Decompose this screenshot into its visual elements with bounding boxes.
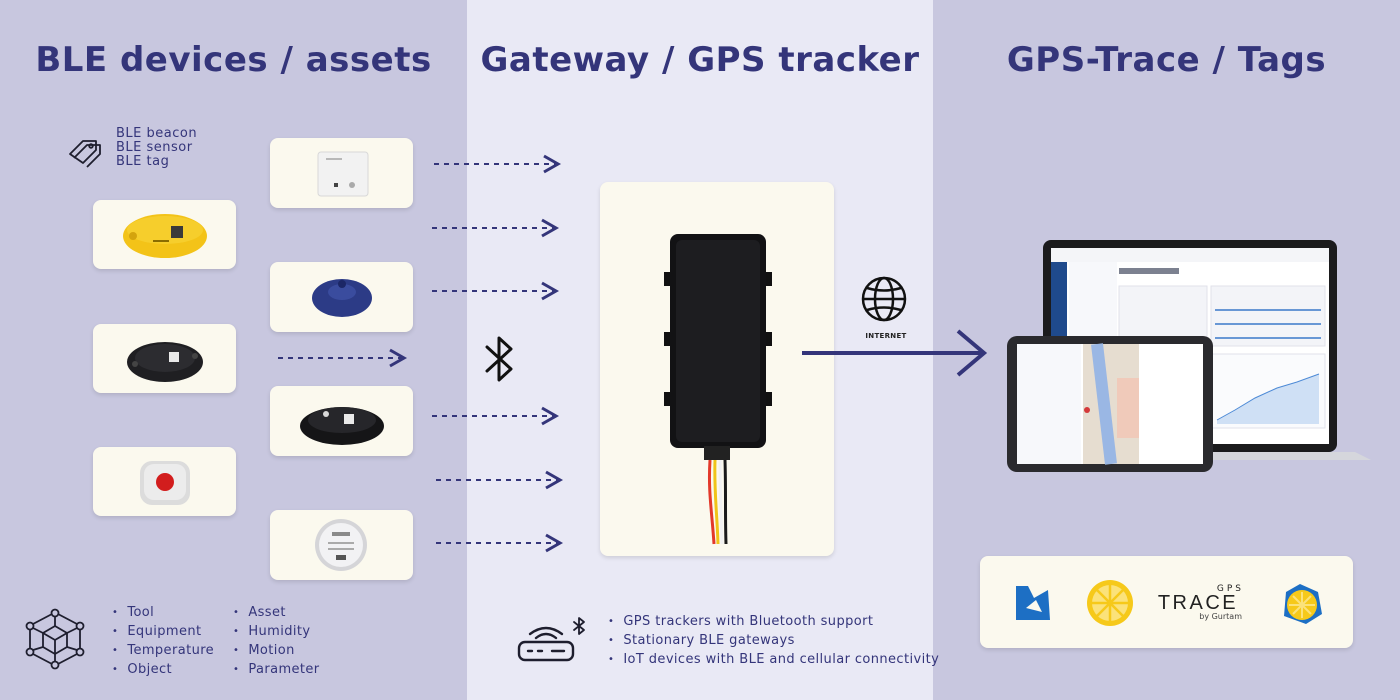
internet-arrow xyxy=(802,329,988,377)
globe-icon xyxy=(861,276,907,322)
ble-type-tag: BLE tag xyxy=(116,154,170,169)
logo-card: GPS TRACE by Gurtam xyxy=(980,556,1353,648)
device-card-black-beacon xyxy=(93,324,236,393)
gurtam-logo-icon xyxy=(1016,586,1050,620)
ble-types-list: BLE beacon BLE sensor BLE tag xyxy=(116,127,197,169)
device-card-panic-button xyxy=(93,447,236,516)
cube-network-icon xyxy=(25,608,85,670)
gps-trace-heading: GPS-Trace / Tags xyxy=(1006,40,1327,80)
gps-trace-app-icon xyxy=(1284,584,1322,624)
black-beacon-image xyxy=(127,342,203,382)
round-sensor-image xyxy=(315,519,367,571)
gateway-heading: Gateway / GPS tracker xyxy=(480,40,920,80)
blue-tag-image xyxy=(312,279,372,317)
dashboard-devices-illustration xyxy=(1007,240,1371,472)
asset-item-tool: Tool xyxy=(112,603,214,622)
asset-item-equipment: Equipment xyxy=(112,622,214,641)
gps-tracker-card xyxy=(600,182,834,556)
gateway-type-list: GPS trackers with Bluetooth support Stat… xyxy=(608,612,939,669)
asset-item-temperature: Temperature xyxy=(112,641,214,660)
lemon-logo-icon xyxy=(1087,580,1133,626)
panic-button-image xyxy=(140,461,190,505)
gateway-item-gps-trackers: GPS trackers with Bluetooth support xyxy=(608,612,939,631)
device-card-yellow-beacon xyxy=(93,200,236,269)
asset-item-asset: Asset xyxy=(233,603,320,622)
gps-wordmark-text: GPS xyxy=(1216,584,1244,594)
gateway-item-stationary: Stationary BLE gateways xyxy=(608,631,939,650)
yellow-beacon-image xyxy=(123,214,207,258)
ble-devices-heading: BLE devices / assets xyxy=(35,40,432,80)
white-sensor-image xyxy=(317,151,369,197)
bluetooth-icon xyxy=(485,336,513,382)
black-tag-image xyxy=(300,407,384,445)
asset-item-motion: Motion xyxy=(233,641,320,660)
ble-arrows xyxy=(278,154,564,553)
gateway-item-iot: IoT devices with BLE and cellular connec… xyxy=(608,650,939,669)
gps-trace-wordmark: GPS TRACE by Gurtam xyxy=(1148,584,1248,621)
router-icon xyxy=(517,617,585,662)
ble-type-beacon: BLE beacon xyxy=(116,126,198,141)
device-card-blue-tag xyxy=(270,262,413,332)
trace-wordmark-text: TRACE xyxy=(1157,592,1239,614)
asset-list-1: Tool Equipment Temperature Object xyxy=(112,603,214,679)
asset-list-2: Asset Humidity Motion Parameter xyxy=(233,603,320,679)
tag-icon xyxy=(69,140,101,168)
device-card-white-sensor xyxy=(270,138,413,208)
gps-tracker-image xyxy=(664,234,772,545)
device-card-black-tag xyxy=(270,386,413,456)
asset-item-parameter: Parameter xyxy=(233,660,320,679)
ble-type-sensor: BLE sensor xyxy=(116,140,193,155)
byline-text: by Gurtam xyxy=(1199,612,1242,621)
asset-item-object: Object xyxy=(112,660,214,679)
device-card-round-sensor xyxy=(270,510,413,580)
asset-item-humidity: Humidity xyxy=(233,622,320,641)
internet-label: INTERNET xyxy=(865,332,907,340)
